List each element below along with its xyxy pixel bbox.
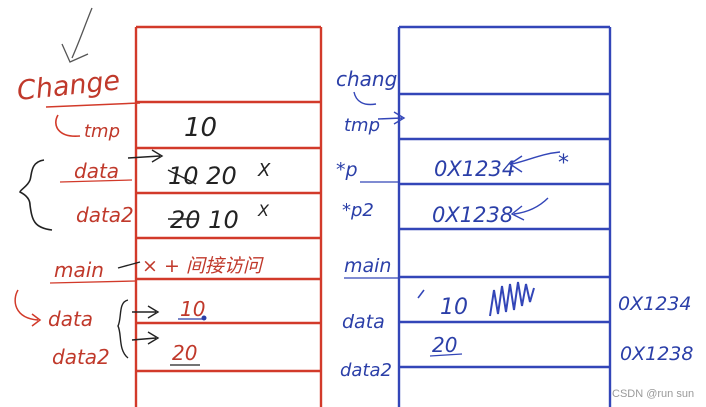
data2-value: 20 10: [170, 206, 239, 234]
data-addr: 0X1234: [618, 293, 691, 315]
data-underline: [59, 179, 133, 183]
main-label-r: main: [344, 255, 391, 277]
right-labels: chang tmp *p *p2 main data data2: [336, 67, 406, 381]
main-brace: [117, 299, 129, 359]
data-tick: [417, 289, 425, 299]
data2-label-r: data2: [340, 360, 392, 381]
p-value: 0X1234: [434, 157, 515, 181]
data-value2-r: 20: [432, 333, 457, 357]
left-cells: 10 10 20 X 20 10 X × + 间接访问 10 20: [117, 113, 271, 366]
data-scribble: [489, 281, 535, 317]
tmp-label: tmp: [84, 121, 120, 142]
data2-arrow: [131, 331, 160, 345]
arrow-doodle-top: [61, 7, 93, 63]
left-labels: Change tmp data data2 main data data2: [14, 65, 141, 369]
p-mark: *: [558, 151, 569, 176]
main-return-arrow: [14, 289, 42, 327]
data-value-r: 10: [440, 295, 468, 320]
change-bracket: [55, 114, 81, 137]
left-stack: [134, 25, 323, 407]
right-stack: [397, 25, 612, 407]
data-label: data: [74, 159, 119, 183]
main-label: main: [54, 258, 104, 282]
chang-bracket: [353, 91, 377, 106]
change-underline: [45, 102, 141, 108]
watermark: CSDN @run sun: [612, 388, 694, 400]
data-mark: X: [257, 160, 271, 181]
data2-label: data2: [76, 203, 134, 227]
brace-left: [19, 159, 53, 231]
p-label: *p: [336, 159, 358, 181]
data2-addr: 0X1238: [620, 343, 693, 365]
main-data2-value: 20: [172, 341, 197, 365]
main-data2-label: data2: [52, 345, 110, 369]
p2-value: 0X1238: [432, 203, 513, 227]
data-strike: [167, 169, 197, 185]
main-data-dot: [201, 315, 207, 321]
tmp-arrow-r: [377, 111, 406, 125]
main-underline: [49, 280, 137, 284]
p-arrow: [508, 151, 561, 173]
main-note: × + 间接访问: [142, 255, 264, 277]
tmp-arrow: [127, 149, 164, 163]
data-value: 10 20: [168, 162, 237, 190]
data2-underline-r: [429, 353, 463, 357]
main-data-label: data: [48, 307, 93, 331]
data2-mark: X: [257, 201, 270, 220]
tmp-label-r: tmp: [344, 115, 380, 136]
data-arrow: [132, 305, 160, 319]
p2-arrow: [510, 197, 549, 221]
right-cells: 0X1234 * 0X1238 10 20 0X1234 0X1238: [417, 151, 693, 365]
data-label-r: data: [342, 311, 385, 333]
tmp-value: 10: [184, 113, 217, 143]
p2-label: *p2: [342, 200, 374, 221]
main-data-value: 10: [180, 297, 205, 321]
change-label: Change: [15, 65, 121, 107]
main-note-arrow: [117, 261, 141, 269]
chang-label: chang: [336, 67, 397, 91]
